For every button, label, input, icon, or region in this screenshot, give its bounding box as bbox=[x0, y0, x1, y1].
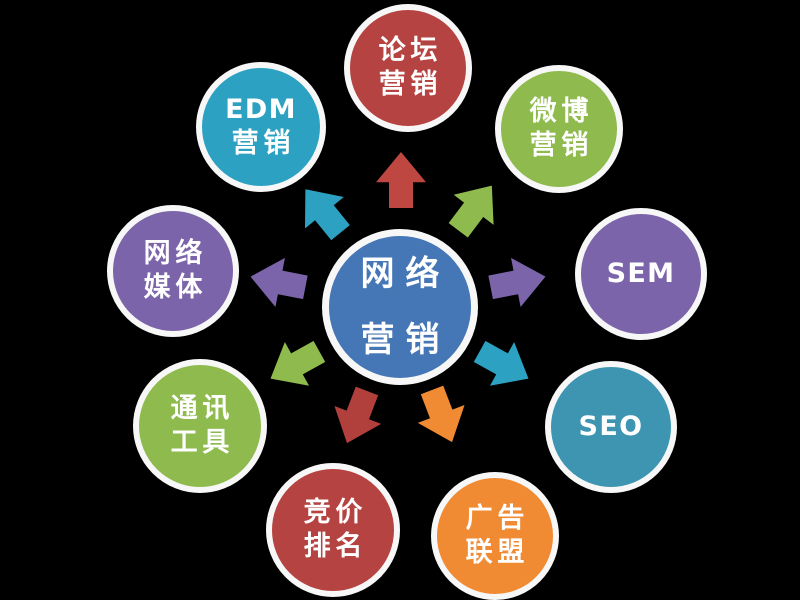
node-label-line: 广告 bbox=[465, 503, 530, 535]
node-seo: SEO bbox=[545, 361, 677, 493]
node-label-line: 排名 bbox=[303, 531, 368, 562]
node-label-line: 工具 bbox=[170, 427, 235, 458]
node-network-media: 网络媒体 bbox=[107, 205, 239, 337]
node-ad-alliance: 广告联盟 bbox=[431, 472, 559, 600]
node-network-marketing: 网络营销 bbox=[322, 229, 478, 385]
arrow-to-sem bbox=[486, 252, 551, 312]
arrow-to-forum-marketing bbox=[376, 152, 426, 208]
node-label-line: 营销 bbox=[360, 320, 451, 360]
arrow-to-network-media bbox=[246, 252, 311, 312]
node-label-line: 通讯 bbox=[170, 393, 235, 425]
node-communication-tools: 通讯工具 bbox=[133, 359, 267, 493]
node-label-line: 论坛 bbox=[378, 35, 443, 67]
node-label-line: 竞价 bbox=[303, 497, 368, 529]
node-label-line: 媒体 bbox=[143, 272, 208, 303]
node-label-line: 营销 bbox=[378, 69, 443, 100]
arrow-to-ad-alliance bbox=[409, 381, 476, 451]
node-label-line: 营销 bbox=[231, 128, 296, 159]
node-label-line: 联盟 bbox=[465, 537, 530, 568]
node-label-line: SEM bbox=[606, 258, 676, 290]
node-label-line: SEO bbox=[578, 411, 644, 443]
node-label-line: EDM bbox=[225, 94, 297, 126]
arrow-to-communication-tools bbox=[258, 330, 331, 401]
node-weibo-marketing: 微博营销 bbox=[495, 65, 623, 193]
arrow-to-bid-ranking bbox=[324, 382, 391, 452]
arrow-to-seo bbox=[467, 330, 540, 401]
node-sem: SEM bbox=[575, 208, 707, 340]
arrow-to-edm-marketing bbox=[286, 174, 360, 249]
node-bid-ranking: 竞价排名 bbox=[266, 463, 400, 597]
node-label-line: 微博 bbox=[529, 96, 594, 128]
node-label-line: 网络 bbox=[360, 253, 451, 294]
node-label-line: 营销 bbox=[529, 130, 594, 161]
node-label-line: 网络 bbox=[143, 238, 208, 270]
node-forum-marketing: 论坛营销 bbox=[344, 4, 472, 132]
arrow-to-weibo-marketing bbox=[438, 171, 512, 246]
